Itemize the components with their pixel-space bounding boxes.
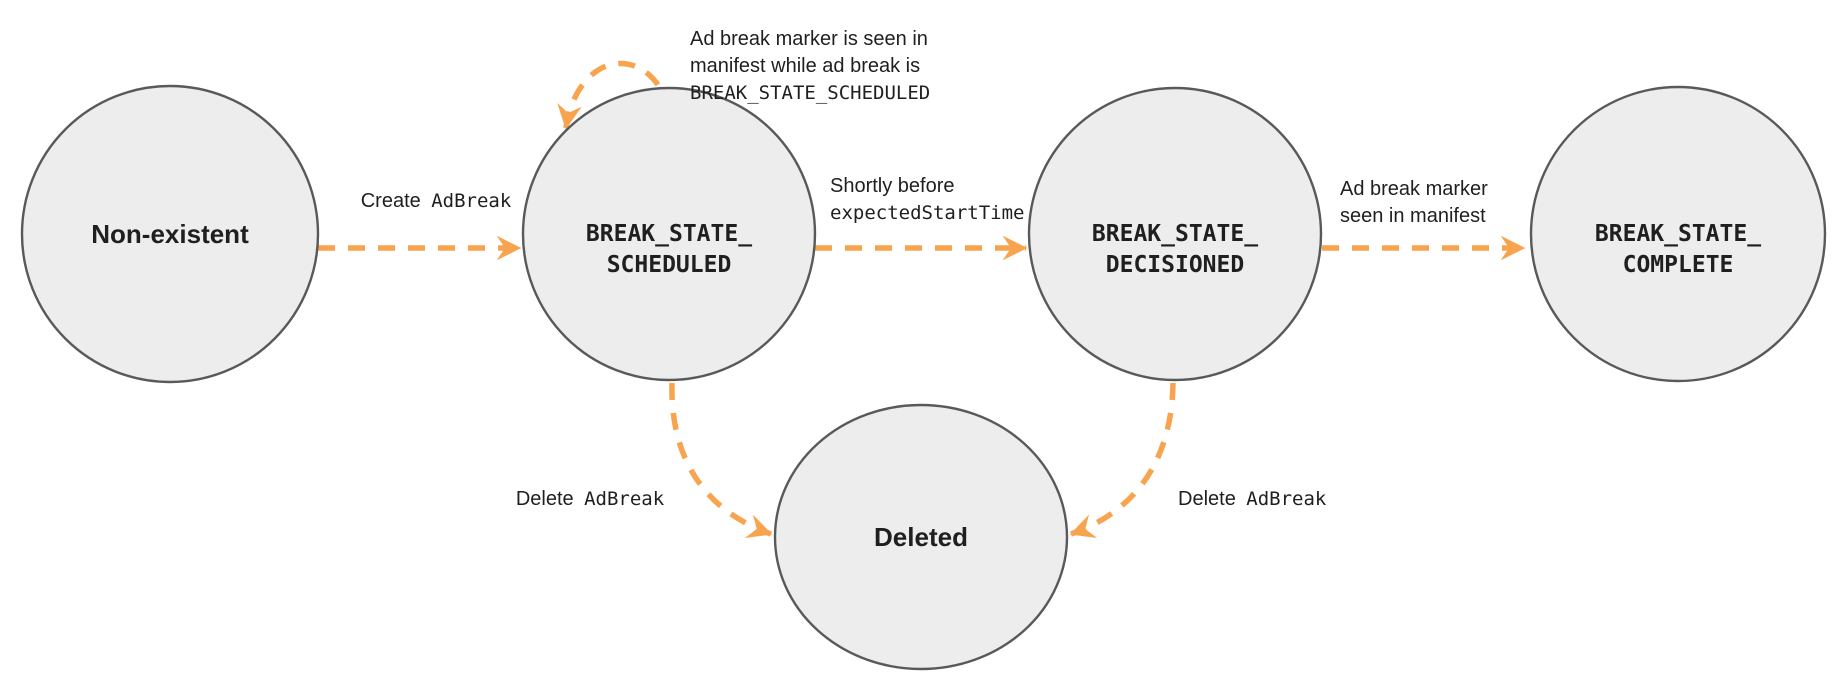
arrow-decisioned-to-deleted [1069,382,1176,538]
state-circle-decisioned [1027,86,1323,382]
state-label-decisioned-line1: BREAK_STATE_ [1092,221,1258,247]
transition-label-create-adbreak: Create AdBreak [361,190,512,212]
state-circle-non-existent [20,84,320,384]
state-label-non-existent: Non-existent [91,219,249,249]
transition-label-delete-adbreak-left: Delete AdBreak [516,488,665,510]
arrow-scheduled-to-deleted [669,382,773,538]
state-label-complete-line2: COMPLETE [1623,252,1734,278]
state-label-decisioned-line2: DECISIONED [1106,252,1244,278]
transition-label-selfloop-line1: Ad break marker is seen in [690,28,928,50]
transition-label-selfloop-line2: manifest while ad break is [690,55,920,77]
state-label-scheduled-line2: SCHEDULED [607,252,732,278]
state-label-deleted: Deleted [874,522,968,552]
state-circle-scheduled [521,86,817,382]
transition-label-delete-adbreak-right: Delete AdBreak [1178,488,1327,510]
state-circle-complete [1529,85,1827,383]
transition-label-marker-seen-line2: seen in manifest [1340,205,1486,227]
state-circle-deleted [773,403,1069,671]
transition-label-marker-seen-line1: Ad break marker [1340,178,1488,200]
state-label-complete-line1: BREAK_STATE_ [1595,221,1761,247]
state-label-scheduled-line1: BREAK_STATE_ [586,221,752,247]
transition-label-selfloop-code: BREAK_STATE_SCHEDULED [690,82,930,104]
transition-label-expected-start-time: expectedStartTime [830,202,1024,224]
transition-label-shortly-before: Shortly before [830,175,955,197]
